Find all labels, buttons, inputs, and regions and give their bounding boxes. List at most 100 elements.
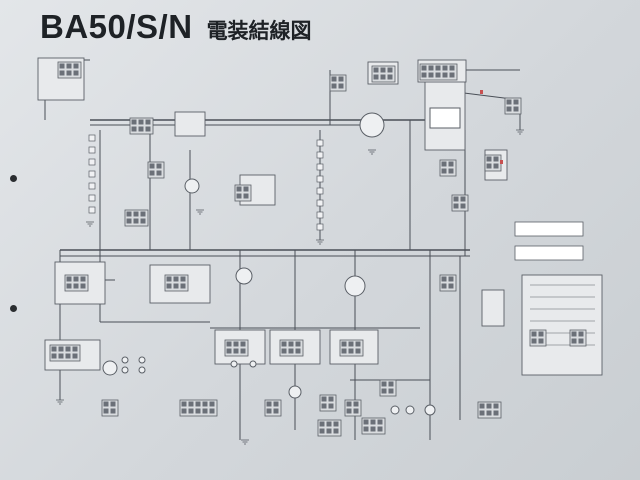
connector-pin [80, 283, 86, 289]
connector-pin [66, 276, 72, 282]
component-panel [54, 261, 106, 305]
connector-pin [80, 276, 86, 282]
connector-pin [110, 401, 116, 407]
connector-pin [240, 348, 246, 354]
lamp-symbol [121, 356, 129, 364]
connector [569, 329, 587, 347]
legend-box [514, 245, 584, 261]
connector-pin [281, 348, 287, 354]
connector [57, 61, 82, 79]
ground-symbol [86, 221, 94, 227]
connector-pin [506, 106, 512, 112]
connector-pin [460, 196, 466, 202]
connector-pin [373, 74, 379, 80]
connector-pin [73, 70, 79, 76]
connector-pin [202, 408, 208, 414]
connector-pin [243, 193, 249, 199]
switch-contact [316, 151, 324, 159]
connector [361, 417, 386, 435]
connector [484, 154, 502, 172]
connector [317, 419, 342, 437]
connector-pin [460, 203, 466, 209]
connector-pin [66, 283, 72, 289]
connector-pin [538, 331, 544, 337]
connector-pin [51, 346, 57, 352]
connector-pin [333, 428, 339, 434]
connector-pin [133, 211, 139, 217]
connector-pin [428, 72, 434, 78]
lamp-symbol [230, 360, 238, 368]
connector [101, 399, 119, 417]
connector-pin [181, 401, 187, 407]
connector-pin [348, 348, 354, 354]
connector-pin [266, 408, 272, 414]
switch-contact [316, 199, 324, 207]
connector-pin [321, 403, 327, 409]
connector [224, 339, 249, 357]
connector [344, 399, 362, 417]
connector-pin [65, 346, 71, 352]
connector-pin [166, 276, 172, 282]
connector-pin [273, 408, 279, 414]
connector-pin [236, 193, 242, 199]
connector [379, 379, 397, 397]
switch-contact [316, 139, 324, 147]
connector-pin [493, 403, 499, 409]
connector-pin [388, 381, 394, 387]
cdi-unit [429, 107, 461, 129]
connector-pin [66, 70, 72, 76]
connector-pin [195, 408, 201, 414]
connector-pin [346, 408, 352, 414]
connector-pin [209, 401, 215, 407]
connector-pin [381, 381, 387, 387]
connector-pin [441, 168, 447, 174]
connector-pin [453, 196, 459, 202]
connector-pin [531, 331, 537, 337]
connector-pin [442, 65, 448, 71]
connector-pin [72, 346, 78, 352]
connector [49, 344, 81, 362]
connector-pin [381, 388, 387, 394]
connector-pin [126, 218, 132, 224]
connector-pin [331, 83, 337, 89]
connector-pin [156, 170, 162, 176]
connector-pin [442, 72, 448, 78]
connector-pin [226, 341, 232, 347]
connector-pin [353, 408, 359, 414]
switch-contact [88, 146, 96, 154]
wire-marker [480, 90, 483, 94]
connector [451, 194, 469, 212]
ground-symbol [241, 439, 249, 445]
connector-pin [110, 408, 116, 414]
connector-pin [66, 63, 72, 69]
connector-pin [173, 276, 179, 282]
connector-pin [428, 65, 434, 71]
switch-contact [316, 175, 324, 183]
ground-symbol [368, 149, 376, 155]
lamp-symbol [102, 360, 118, 376]
connector-pin [441, 161, 447, 167]
connector-pin [448, 283, 454, 289]
connector-pin [281, 341, 287, 347]
connector-pin [506, 99, 512, 105]
lamp-symbol [359, 112, 385, 138]
connector-pin [486, 156, 492, 162]
component-panel [481, 289, 505, 327]
connector-pin [126, 211, 132, 217]
connector-pin [233, 348, 239, 354]
connector-pin [346, 401, 352, 407]
component-panel [521, 274, 603, 376]
connector-pin [138, 126, 144, 132]
connector [371, 65, 396, 83]
diagram-subtitle: 電装結線図 [206, 19, 312, 43]
connector-pin [73, 283, 79, 289]
connector-pin [209, 408, 215, 414]
connector-pin [449, 65, 455, 71]
connector-pin [181, 408, 187, 414]
connector [504, 97, 522, 115]
connector-pin [486, 403, 492, 409]
lamp-symbol [344, 275, 366, 297]
connector [147, 161, 165, 179]
connector-pin [321, 396, 327, 402]
connector-pin [448, 168, 454, 174]
